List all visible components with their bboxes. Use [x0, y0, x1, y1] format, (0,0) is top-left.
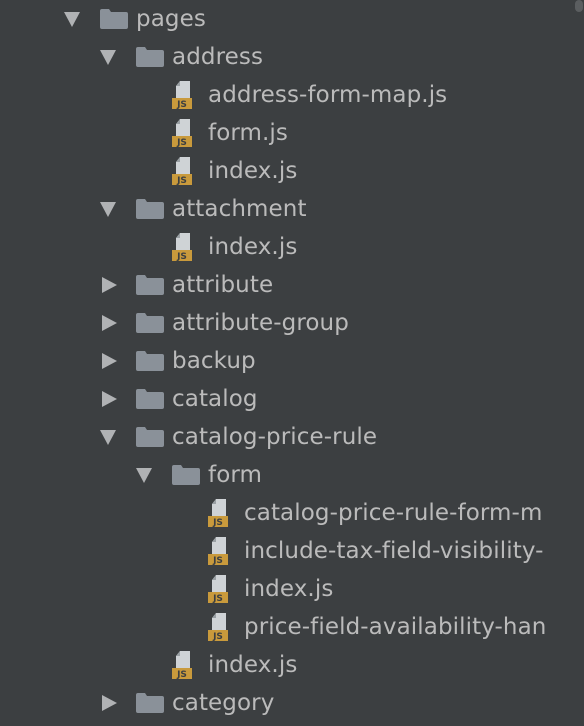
- chevron-down-icon[interactable]: [64, 12, 80, 27]
- tree-row-file-form-js[interactable]: JS form.js: [0, 114, 584, 152]
- folder-icon: [136, 199, 164, 219]
- tree-row-folder-attribute[interactable]: attribute: [0, 266, 584, 304]
- chevron-down-icon[interactable]: [100, 202, 116, 217]
- folder-icon: [136, 313, 164, 333]
- tree-item-label: catalog: [172, 386, 258, 412]
- tree-item-label: address: [172, 44, 264, 70]
- tree-row-folder-form[interactable]: form: [0, 456, 584, 494]
- folder-icon: [172, 465, 200, 485]
- tree-item-label: index.js: [244, 576, 334, 602]
- tree-row-folder-backup[interactable]: backup: [0, 342, 584, 380]
- svg-text:JS: JS: [212, 518, 223, 528]
- tree-item-label: catalog-price-rule-form-m: [244, 500, 543, 526]
- tree-item-label: backup: [172, 348, 256, 374]
- tree-item-label: pages: [136, 6, 206, 32]
- folder-icon: [136, 693, 164, 713]
- tree-item-label: form.js: [208, 120, 289, 146]
- js-file-icon: JS: [170, 156, 200, 186]
- chevron-down-icon[interactable]: [136, 468, 152, 483]
- svg-text:JS: JS: [212, 556, 223, 566]
- tree-row-folder-pages[interactable]: pages: [0, 0, 584, 38]
- svg-text:JS: JS: [176, 670, 187, 680]
- tree-item-label: category: [172, 690, 275, 716]
- js-file-icon: JS: [206, 498, 236, 528]
- tree-item-label: attribute: [172, 272, 274, 298]
- chevron-right-icon[interactable]: [102, 315, 117, 331]
- chevron-down-icon[interactable]: [100, 430, 116, 445]
- folder-icon: [136, 351, 164, 371]
- js-file-icon: JS: [206, 536, 236, 566]
- chevron-right-icon[interactable]: [102, 353, 117, 369]
- chevron-right-icon[interactable]: [102, 391, 117, 407]
- svg-text:JS: JS: [176, 138, 187, 148]
- tree-item-label: index.js: [208, 234, 298, 260]
- tree-item-label: price-field-availability-han: [244, 614, 547, 640]
- tree-row-folder-catalog[interactable]: catalog: [0, 380, 584, 418]
- scrollbar[interactable]: [574, 0, 584, 726]
- folder-icon: [136, 427, 164, 447]
- tree-row-file-address-form-map-js[interactable]: JS address-form-map.js: [0, 76, 584, 114]
- tree-item-label: attribute-group: [172, 310, 349, 336]
- tree-row-folder-catalog-price-rule[interactable]: catalog-price-rule: [0, 418, 584, 456]
- svg-text:JS: JS: [212, 632, 223, 642]
- js-file-icon: JS: [170, 650, 200, 680]
- tree-item-label: address-form-map.js: [208, 82, 448, 108]
- tree-item-label: include-tax-field-visibility-: [244, 538, 544, 564]
- chevron-down-icon[interactable]: [100, 50, 116, 65]
- tree-item-label: form: [208, 462, 263, 488]
- tree-item-label: catalog-price-rule: [172, 424, 378, 450]
- chevron-right-icon[interactable]: [102, 695, 117, 711]
- folder-icon: [136, 275, 164, 295]
- folder-icon: [100, 9, 128, 29]
- svg-text:JS: JS: [176, 252, 187, 262]
- folder-icon: [136, 47, 164, 67]
- chevron-right-icon[interactable]: [102, 277, 117, 293]
- scrollbar-thumb[interactable]: [575, 0, 583, 12]
- tree-row-file-index-js[interactable]: JS index.js: [0, 228, 584, 266]
- tree-row-file-index-js[interactable]: JS index.js: [0, 570, 584, 608]
- tree-row-file-index-js[interactable]: JS index.js: [0, 152, 584, 190]
- tree-row-folder-attachment[interactable]: attachment: [0, 190, 584, 228]
- tree-row-file-include-tax-field-visibility-[interactable]: JS include-tax-field-visibility-: [0, 532, 584, 570]
- tree-item-label: index.js: [208, 652, 298, 678]
- js-file-icon: JS: [170, 80, 200, 110]
- tree-row-file-price-field-availability-han[interactable]: JS price-field-availability-han: [0, 608, 584, 646]
- js-file-icon: JS: [170, 118, 200, 148]
- tree-item-label: attachment: [172, 196, 307, 222]
- svg-text:JS: JS: [176, 176, 187, 186]
- js-file-icon: JS: [170, 232, 200, 262]
- svg-text:JS: JS: [176, 100, 187, 110]
- tree-row-folder-address[interactable]: address: [0, 38, 584, 76]
- tree-row-folder-attribute-group[interactable]: attribute-group: [0, 304, 584, 342]
- tree-row-folder-category[interactable]: category: [0, 684, 584, 722]
- folder-icon: [136, 389, 164, 409]
- js-file-icon: JS: [206, 574, 236, 604]
- tree-row-file-index-js[interactable]: JS index.js: [0, 646, 584, 684]
- js-file-icon: JS: [206, 612, 236, 642]
- tree-item-label: index.js: [208, 158, 298, 184]
- svg-text:JS: JS: [212, 594, 223, 604]
- tree-row-file-catalog-price-rule-form-m[interactable]: JS catalog-price-rule-form-m: [0, 494, 584, 532]
